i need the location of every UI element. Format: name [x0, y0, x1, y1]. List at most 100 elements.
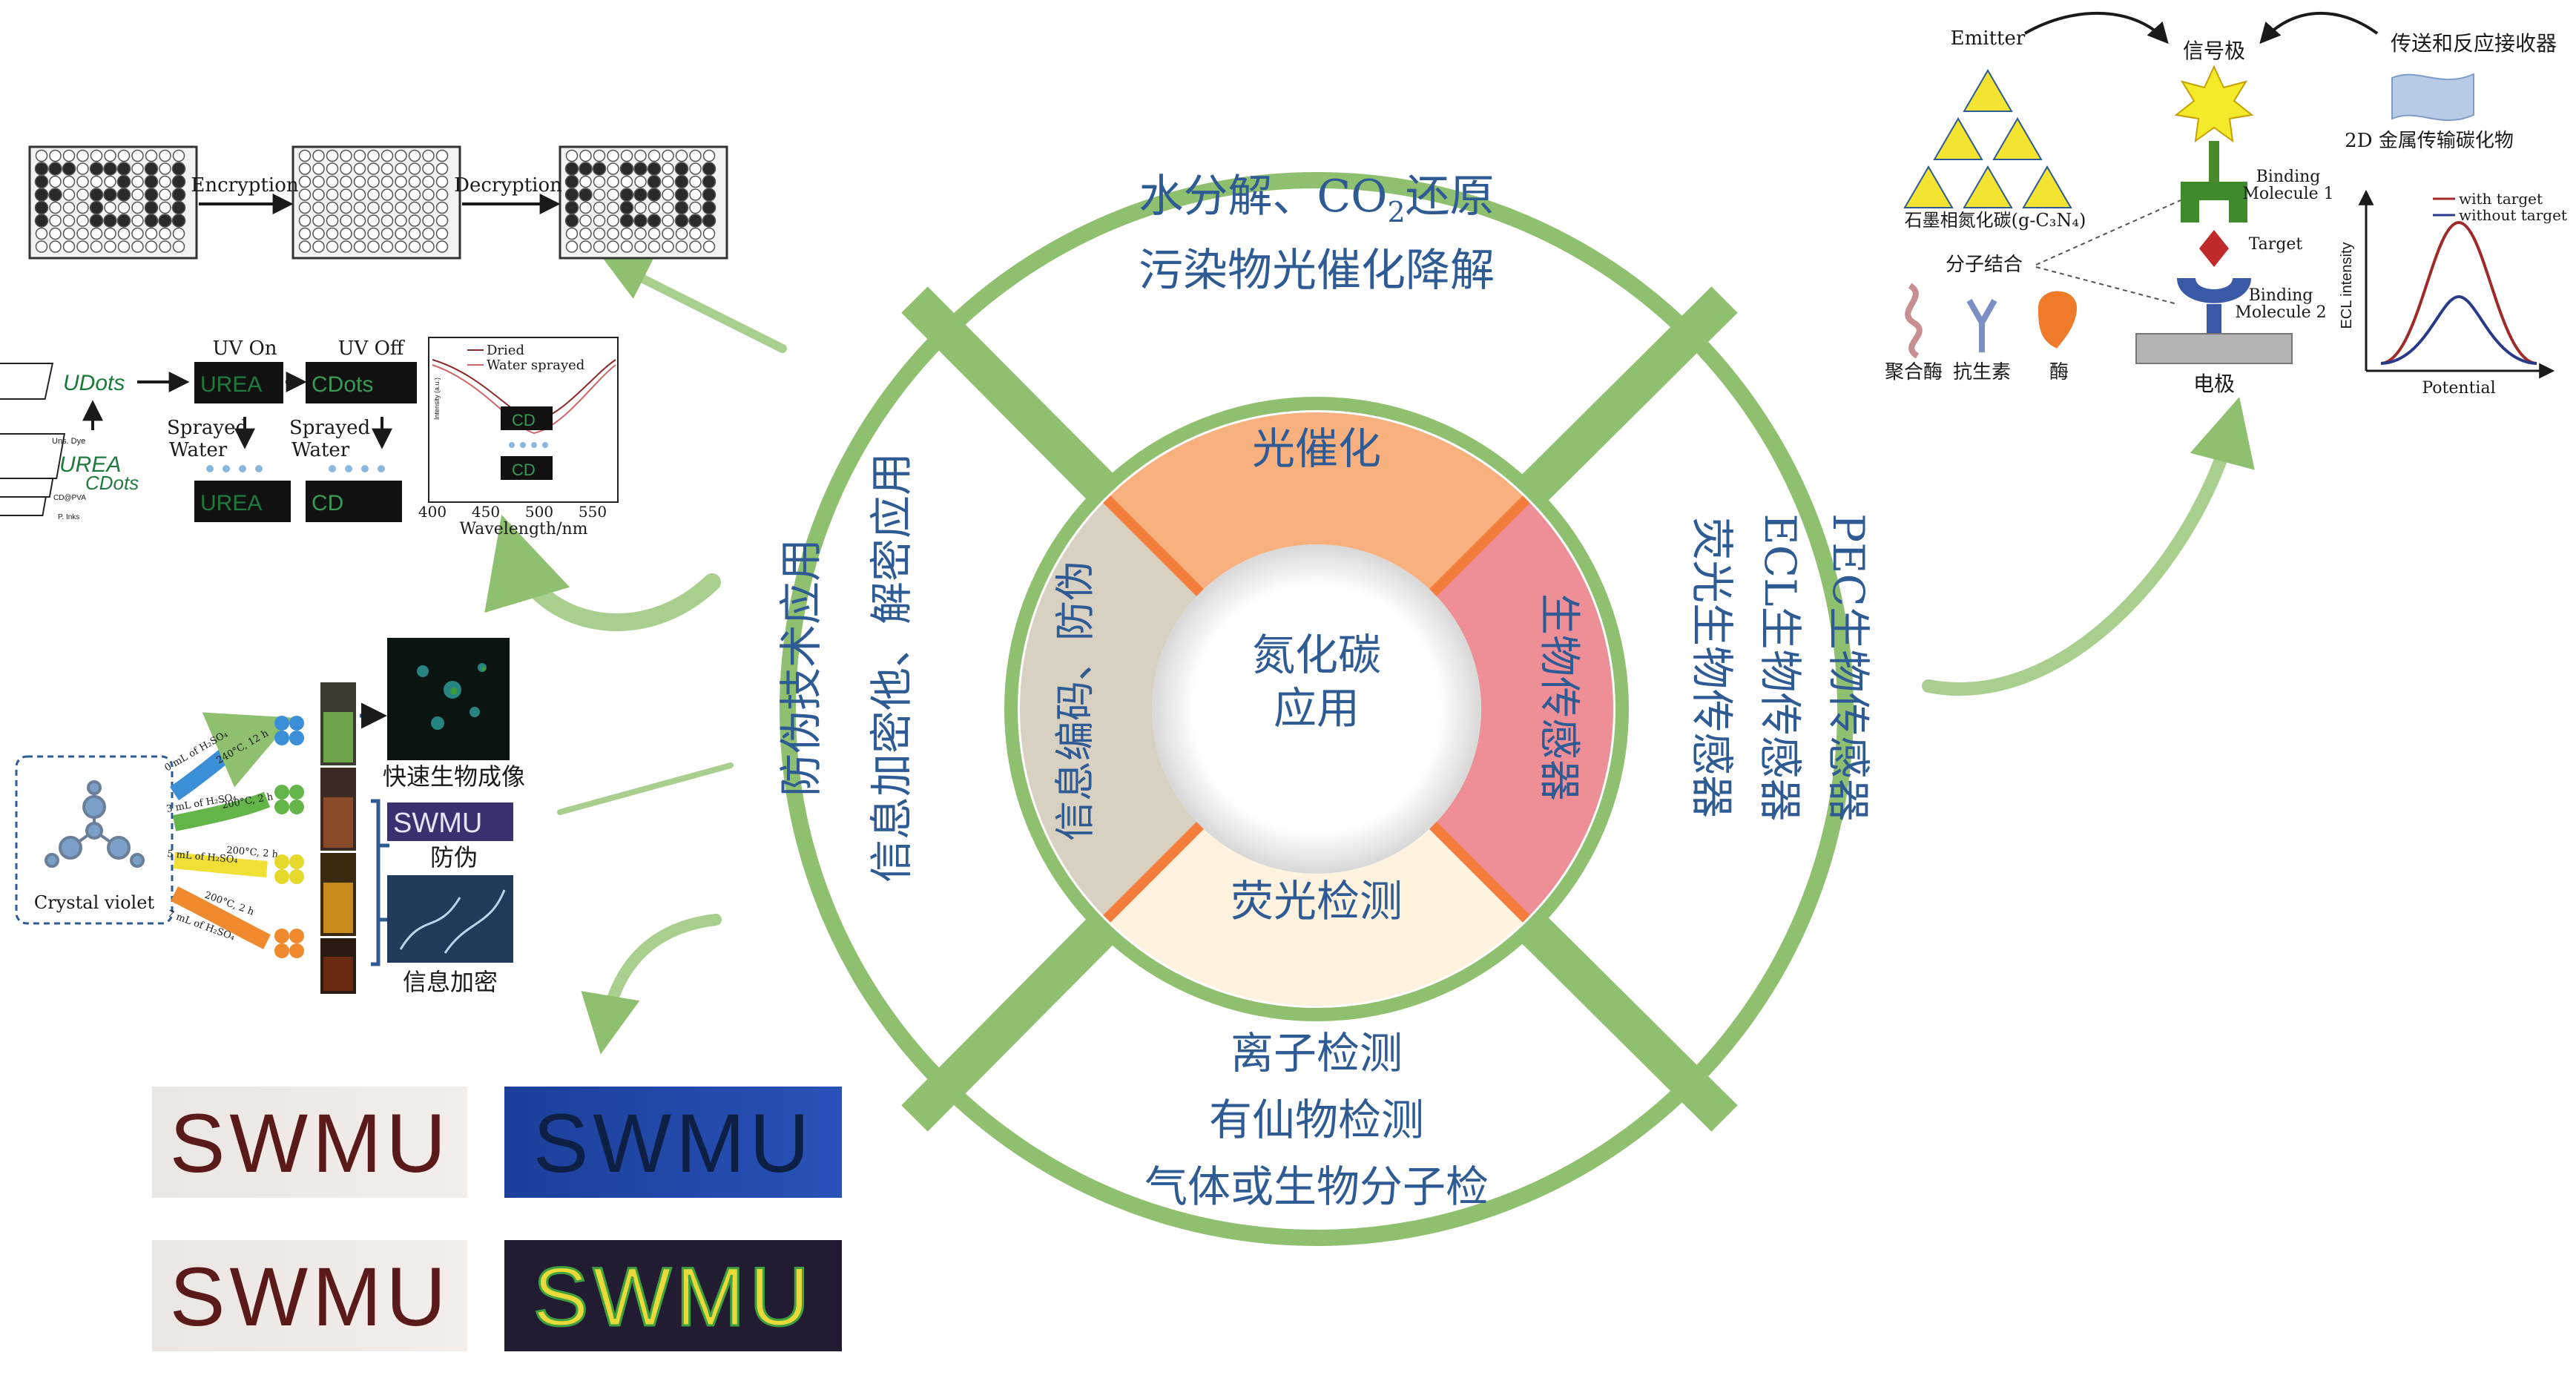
plate-well — [689, 149, 702, 162]
plate-well — [662, 227, 674, 240]
ink-tag-udots: UDots — [0, 363, 125, 400]
plate-well — [76, 201, 89, 214]
plate-well — [408, 162, 421, 175]
plate-well — [408, 188, 421, 201]
svg-text:Sprayed: Sprayed — [289, 417, 370, 439]
curve-without-target — [2380, 294, 2537, 365]
svg-text:without target: without target — [2459, 206, 2567, 224]
label-crystal-violet: Crystal violet — [34, 892, 155, 913]
plate-well — [145, 240, 158, 253]
mxene-sheet-icon — [2391, 73, 2474, 122]
plate-well — [312, 214, 325, 227]
plate-well — [48, 162, 62, 176]
binding-molecule-1-icon — [2181, 182, 2247, 223]
plate-well — [619, 200, 634, 215]
plate-well — [674, 214, 689, 228]
plate-well — [620, 175, 633, 188]
plate-well — [312, 227, 325, 240]
outer-right-line3: 荧光生物传感器 — [1687, 517, 1737, 818]
plate-well — [144, 200, 159, 215]
plate-well — [593, 188, 606, 201]
plate-well — [104, 175, 116, 188]
plate-well — [159, 227, 171, 240]
svg-text:Wavelength/nm: Wavelength/nm — [459, 520, 587, 538]
inner-ring-sectors — [1019, 412, 1613, 1006]
plate-well — [689, 188, 702, 201]
inner-label-biosensor: 生物传感器 — [1535, 593, 1583, 801]
label-encryption: Encryption — [191, 174, 298, 197]
plate-well — [103, 162, 117, 176]
sector-fluorescence — [1107, 825, 1526, 1006]
plate-well — [62, 149, 76, 162]
svg-text:200°C, 2 h: 200°C, 2 h — [226, 845, 280, 860]
plate-well — [145, 227, 158, 240]
svg-text:500: 500 — [525, 503, 553, 521]
plate-well — [607, 149, 619, 162]
plate-well — [408, 201, 421, 214]
svg-text:Water: Water — [169, 439, 228, 461]
plate-well — [593, 201, 606, 214]
plate-well — [408, 240, 421, 253]
plate-well — [62, 175, 76, 188]
plate-well — [435, 175, 449, 188]
plate-well — [34, 162, 49, 176]
plate-well — [435, 201, 449, 214]
uv-on-image — [194, 362, 283, 403]
plate-well — [619, 214, 634, 228]
plate-well — [662, 240, 674, 253]
center-label-line1: 氮化碳 — [1252, 630, 1381, 680]
plate-original-wells — [34, 149, 186, 253]
plate-well — [326, 175, 339, 188]
label-gcn: 石墨相氮化碳(g-C₃N₄) — [1905, 210, 2086, 231]
plate-well — [662, 162, 674, 175]
plate-well — [117, 240, 131, 253]
electrode-block — [2135, 333, 2293, 364]
plate-well — [422, 175, 435, 188]
plate-well — [634, 201, 647, 214]
plate-well — [620, 227, 633, 240]
plate-well — [131, 188, 144, 201]
plate-well — [674, 188, 689, 202]
plate-well — [312, 149, 325, 162]
route-arrow-green — [172, 791, 271, 831]
plate-well — [326, 227, 339, 240]
plate-well — [689, 240, 702, 253]
plate-well — [395, 162, 407, 175]
plate-well — [689, 162, 702, 175]
plate-well — [131, 162, 144, 175]
route-arrow-orange — [171, 886, 271, 949]
route-arrow-blue — [169, 712, 294, 801]
label-uv-on: UV On — [212, 337, 277, 360]
plate-well — [62, 227, 76, 240]
uv-off-image — [306, 362, 417, 403]
plate-well — [647, 188, 662, 202]
plate-well — [674, 162, 689, 176]
outer-left-line1: 防伪技术应用 — [776, 538, 826, 797]
center-label-line2: 应用 — [1274, 683, 1360, 734]
synthesis-panel: Crystal violet 0 mL of H₂SO₄ 240°C, 12 h… — [15, 638, 525, 996]
svg-text:Sprayed: Sprayed — [167, 417, 248, 439]
svg-text:CDots: CDots — [312, 372, 373, 397]
svg-text:抗生素: 抗生素 — [1953, 361, 2011, 383]
plate-well — [298, 227, 312, 240]
plate-well — [103, 188, 117, 202]
plate-well — [422, 240, 435, 253]
plate-well — [131, 201, 144, 214]
arrow-to-encryption-panel — [603, 259, 787, 353]
plate-well — [298, 162, 312, 175]
plate-well — [49, 240, 62, 253]
antibody-icon — [1966, 299, 1997, 352]
plate-well — [35, 149, 48, 162]
dot-cluster-blue — [274, 716, 304, 745]
svg-text:400: 400 — [418, 503, 447, 521]
plate-well — [607, 227, 619, 240]
plate-well — [689, 175, 702, 188]
outer-bottom-line2: 有仙物检测 — [1209, 1095, 1424, 1145]
plate-well — [607, 201, 619, 214]
plate-well — [49, 175, 62, 188]
plate-well — [367, 214, 380, 227]
plate-well — [367, 227, 380, 240]
plate-well — [367, 175, 380, 188]
swmu-uv-2 — [504, 1240, 842, 1351]
plate-well — [298, 149, 312, 162]
